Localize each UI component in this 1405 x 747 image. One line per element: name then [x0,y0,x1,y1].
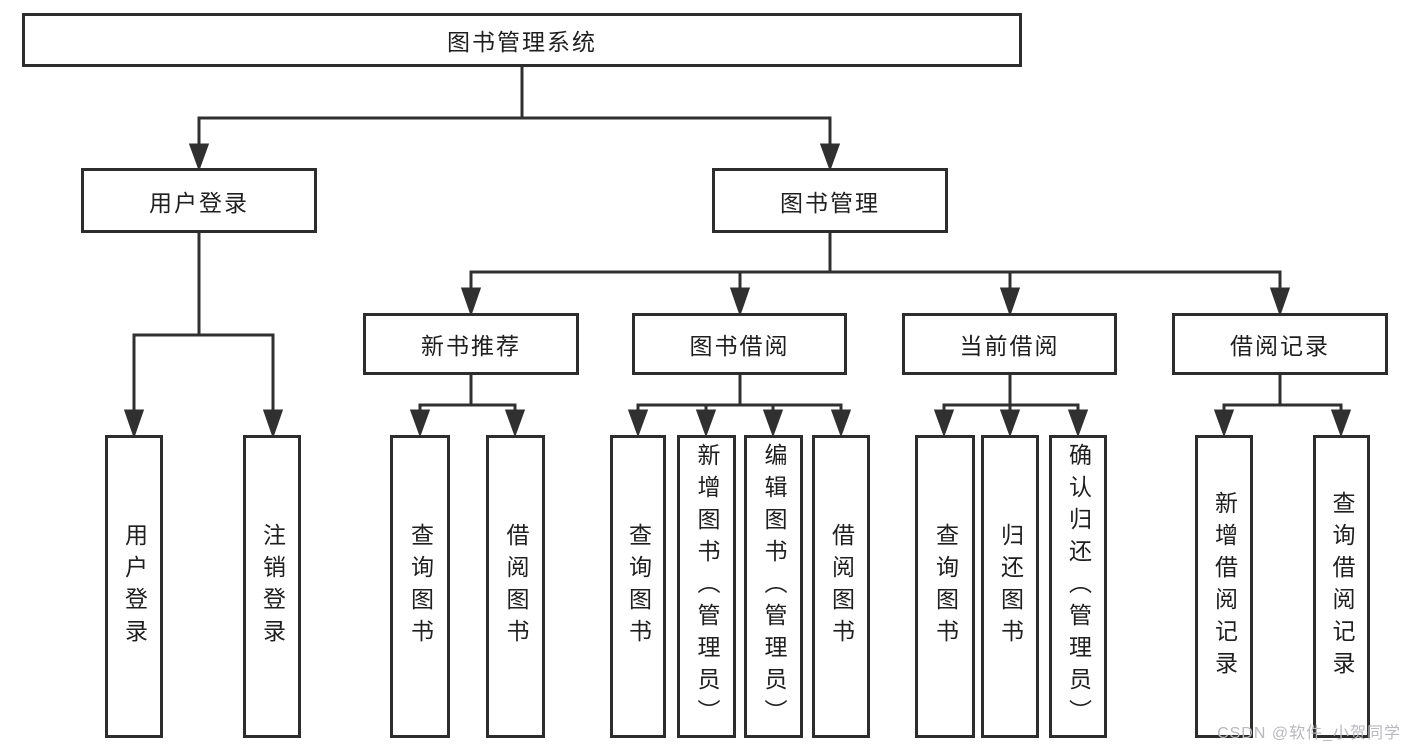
node-label: 新书推荐 [421,333,521,359]
node-label: 新增借阅记录 [1211,490,1238,683]
leaf-query-borrow-record: 查询借阅记录 [1313,435,1370,738]
node-label: 借阅记录 [1230,333,1330,359]
node-label: 确认归还（管理员） [1065,442,1092,731]
node-label: 当前借阅 [959,333,1060,359]
node-label: 查询图书 [625,522,652,651]
node-label: 图书管理 [780,189,880,216]
leaf-add-borrow-record: 新增借阅记录 [1195,435,1253,738]
node-label: 用户登录 [121,522,148,651]
node-label: 用户登录 [149,189,249,216]
leaf-edit-books-admin: 编辑图书（管理员） [744,435,803,738]
node-library-management-system: 图书管理系统 [22,13,1022,67]
leaf-borrow-books: 借阅图书 [812,435,870,738]
leaf-return-books: 归还图书 [981,435,1039,738]
leaf-user-login: 用户登录 [105,435,163,738]
node-label: 查询图书 [407,522,434,651]
leaf-confirm-return-admin: 确认归还（管理员） [1049,435,1107,738]
leaf-add-books-admin: 新增图书（管理员） [677,435,736,738]
leaf-query-books-current: 查询图书 [915,435,975,738]
node-label: 图书借阅 [689,333,790,359]
node-borrowing-records: 借阅记录 [1172,313,1388,375]
node-label: 图书管理系统 [447,29,597,55]
node-user-login: 用户登录 [81,168,317,233]
node-new-book-recommend: 新书推荐 [363,313,579,375]
node-label: 借阅图书 [828,522,855,651]
leaf-logout: 注销登录 [243,435,301,738]
node-current-borrowing: 当前借阅 [902,313,1117,375]
node-label: 新增图书（管理员） [694,442,720,731]
node-label: 注销登录 [259,522,286,651]
leaf-query-books-borrow: 查询图书 [610,435,666,738]
leaf-borrow-books-recommend: 借阅图书 [486,435,545,738]
node-label: 归还图书 [997,522,1024,651]
node-label: 借阅图书 [503,522,529,651]
node-label: 查询借阅记录 [1329,490,1355,683]
csdn-watermark: CSDN @软件_小贺同学 [1217,725,1401,742]
node-label: 编辑图书（管理员） [761,442,787,731]
node-label: 查询图书 [932,522,959,651]
leaf-query-books-recommend: 查询图书 [390,435,450,738]
node-book-borrowing: 图书借阅 [632,313,847,375]
node-book-management: 图书管理 [712,168,948,233]
